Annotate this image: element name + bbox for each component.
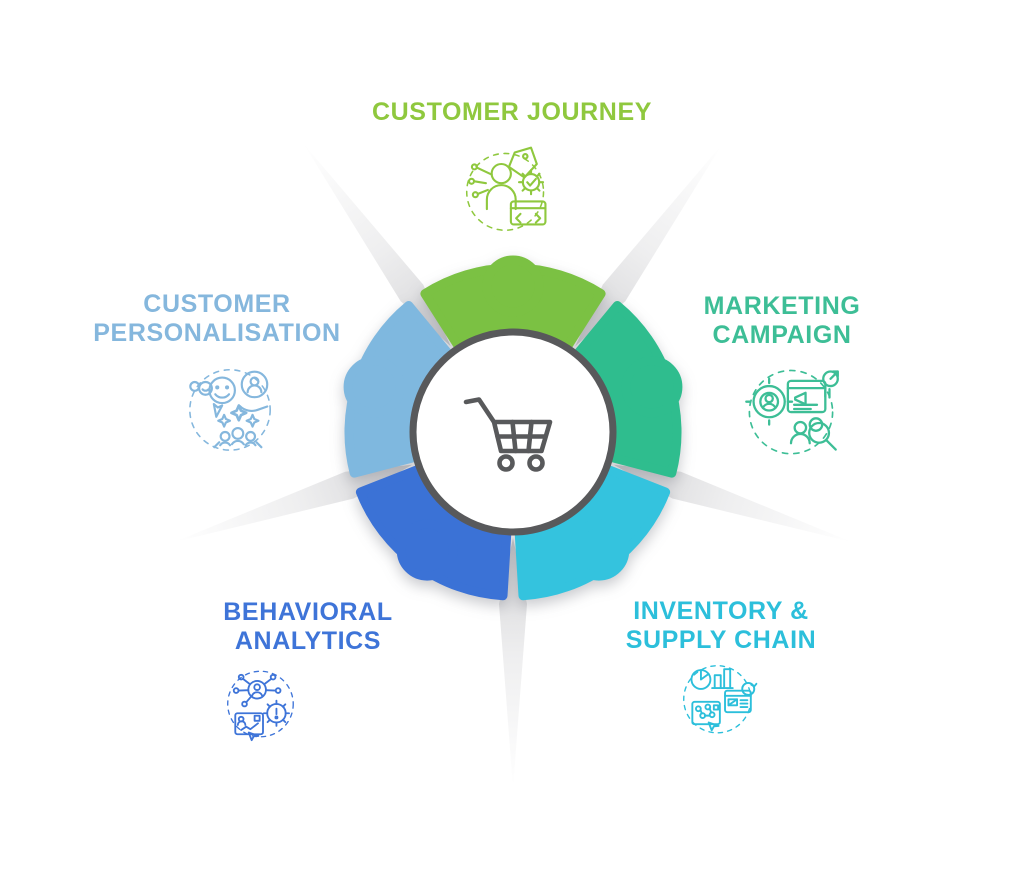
dart-target-icon bbox=[822, 370, 839, 399]
rating-stars-icon bbox=[217, 404, 260, 428]
sync-browser-icon bbox=[724, 681, 758, 714]
person-in-hand-icon bbox=[238, 370, 269, 412]
dashed-circle bbox=[748, 369, 834, 455]
audience-target-icon bbox=[745, 377, 794, 426]
section-label-inventory-supply-chain: INVENTORY & SUPPLY CHAIN bbox=[626, 597, 817, 655]
gear-alert-icon bbox=[262, 699, 290, 727]
section-label-behavioral-analytics: BEHAVIORAL ANALYTICS bbox=[223, 598, 392, 656]
gear-check-icon bbox=[517, 169, 545, 196]
code-window-icon bbox=[509, 200, 547, 226]
inventory-supply-chain-icon bbox=[676, 658, 762, 744]
user-network-icon bbox=[232, 673, 282, 708]
network-panel-icon bbox=[691, 700, 721, 726]
customer-personalisation-icon bbox=[181, 358, 279, 456]
light-ray bbox=[575, 144, 723, 347]
petal-bump-customer-personalisation bbox=[343, 356, 405, 418]
customer-journey-icon bbox=[460, 140, 556, 236]
section-label-customer-personalisation: CUSTOMER PERSONALISATION bbox=[93, 290, 340, 348]
light-ray bbox=[499, 538, 527, 788]
pointer-hand-icon bbox=[707, 721, 720, 732]
label-line: BEHAVIORAL bbox=[223, 598, 393, 626]
light-ray bbox=[613, 464, 852, 542]
label-line: CUSTOMER JOURNEY bbox=[371, 98, 653, 126]
dashed-circle bbox=[465, 152, 545, 232]
customers-group-icon bbox=[213, 426, 263, 449]
petal-bump-behavioral-analytics bbox=[396, 519, 458, 581]
petal-bump-inventory-supply-chain bbox=[568, 519, 630, 581]
label-line: CAMPAIGN bbox=[712, 321, 852, 349]
bar-chart-icon bbox=[711, 668, 734, 690]
wheel-center bbox=[409, 328, 617, 536]
label-line: CUSTOMER bbox=[143, 290, 291, 318]
behavioral-analytics-icon bbox=[221, 662, 305, 746]
label-line: PERSONALISATION bbox=[93, 319, 341, 347]
light-ray bbox=[174, 464, 413, 542]
petal-bump-customer-journey bbox=[482, 255, 544, 317]
label-line: SUPPLY CHAIN bbox=[625, 626, 817, 654]
pie-chart-icon bbox=[690, 669, 712, 690]
section-label-customer-journey: CUSTOMER JOURNEY bbox=[372, 98, 652, 127]
ad-browser-icon bbox=[786, 379, 827, 414]
label-line: MARKETING bbox=[703, 292, 861, 320]
light-rays bbox=[174, 144, 852, 788]
report-tablet-icon bbox=[234, 712, 264, 736]
petal-bump-marketing-campaign bbox=[621, 356, 683, 418]
light-ray bbox=[303, 144, 451, 347]
label-line: ANALYTICS bbox=[234, 627, 382, 655]
section-label-marketing-campaign: MARKETING CAMPAIGN bbox=[704, 292, 861, 350]
shopping-cart-icon bbox=[463, 397, 553, 472]
dashed-circle bbox=[227, 670, 294, 738]
pointer-hand-icon bbox=[212, 402, 224, 418]
dashed-circle bbox=[189, 368, 271, 451]
audience-search-icon bbox=[789, 417, 837, 451]
network-dots-icon bbox=[467, 163, 493, 199]
pointer-hand-icon bbox=[247, 731, 260, 742]
marketing-campaign-icon bbox=[739, 358, 843, 462]
label-line: INVENTORY & bbox=[633, 597, 809, 625]
smiley-faces-icon bbox=[189, 376, 236, 405]
